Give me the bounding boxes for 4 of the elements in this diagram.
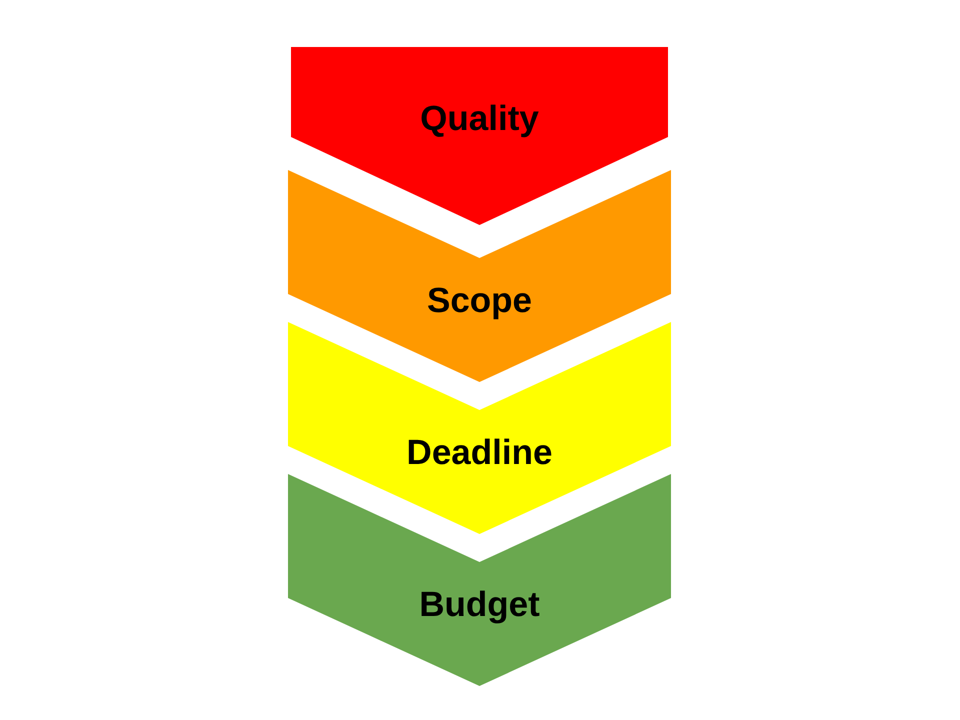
band-label: Deadline: [406, 433, 552, 473]
band-label: Scope: [426, 281, 532, 321]
band-label: Quality: [420, 99, 539, 139]
band-label: Budget: [419, 585, 540, 625]
